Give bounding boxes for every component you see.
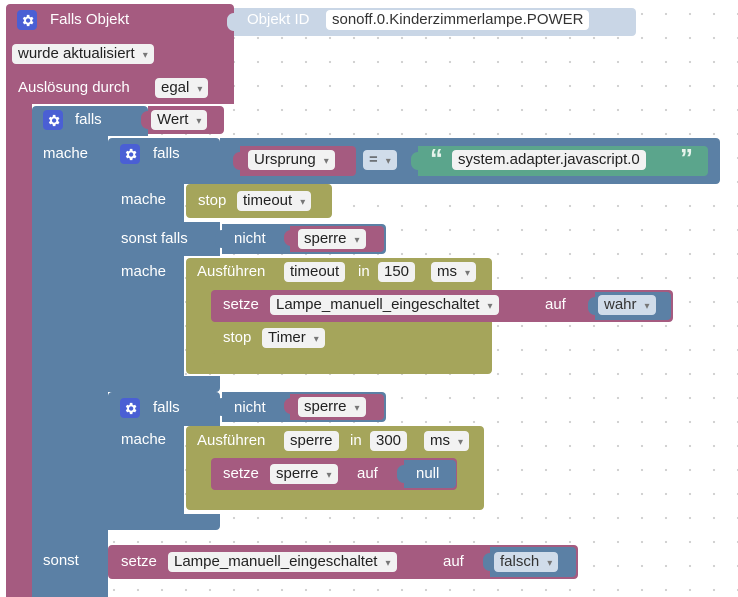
inner-then2-label: mache [121,263,167,280]
delay-field[interactable]: 150 [378,262,416,282]
inner-if-gear-icon[interactable] [120,144,140,164]
second-set-var-dropdown[interactable]: sperre [270,464,338,484]
second-sperre-dropdown[interactable]: sperre [298,397,366,417]
second-if-spine [108,426,184,530]
second-not-connector [215,398,222,416]
stop2-label: stop [223,329,252,346]
second-timer-name-field[interactable]: sperre [284,431,339,451]
compare-operator-dropdown[interactable]: = [363,150,397,170]
wahr-dropdown[interactable]: wahr [598,295,656,315]
inner-if-spine [108,184,184,392]
object-id-label: Objekt ID [247,11,310,28]
run-label: Ausführen [197,263,266,280]
null-block[interactable] [404,460,456,488]
second-unit-dropdown[interactable]: ms [424,431,470,451]
not-label: nicht [234,230,266,247]
object-id-connector [227,13,234,31]
inner-if-footer [108,376,220,392]
trigger-block-spine [6,100,32,597]
ursprung-dropdown[interactable]: Ursprung [248,150,335,170]
outer-if-spine [32,136,108,597]
wahr-connector [588,297,595,315]
sperre-var-dropdown[interactable]: sperre [298,229,366,249]
quote-close-icon: ” [680,143,693,173]
outer-if-gear-icon[interactable] [43,110,63,130]
ursprung-connector [233,152,240,170]
timer-name-field[interactable]: timeout [284,262,346,282]
falsch-dropdown[interactable]: falsch [494,552,559,572]
second-sperre-connector [284,398,291,414]
stop-label: stop [198,192,227,209]
set-label: setze [223,296,259,313]
quote-open-icon: “ [430,143,443,173]
second-delay-field[interactable]: 300 [370,431,408,451]
wert-connector [141,111,148,129]
text-literal-field[interactable]: system.adapter.javascript.0 [452,150,646,170]
trigger-title: Falls Objekt [50,11,130,28]
text-literal-connector [411,152,418,170]
second-if-gear-icon[interactable] [120,398,140,418]
second-if-footer [108,514,220,530]
outer-if-label: falls [75,111,102,128]
null-connector [397,465,404,483]
to-label: auf [545,296,566,313]
stop2-target-dropdown[interactable]: Timer [262,328,325,348]
object-id-field[interactable]: sonoff.0.Kinderzimmerlampe.POWER [326,10,590,30]
trigger-label: Auslösung durch [18,79,130,96]
wert-dropdown[interactable]: Wert [151,110,208,130]
outer-else-label: sonst [43,552,79,569]
second-set-label: setze [223,465,259,482]
else-set-var-dropdown[interactable]: Lampe_manuell_eingeschaltet [168,552,397,572]
set-var-dropdown[interactable]: Lampe_manuell_eingeschaltet [270,295,499,315]
unit-dropdown[interactable]: ms [431,262,477,282]
trigger-dropdown[interactable]: egal [155,78,209,98]
in-label: in [358,263,370,280]
second-in-label: in [350,432,362,449]
second-not-label: nicht [234,399,266,416]
inner-if-elseif-row [108,222,220,256]
else-set-label: setze [121,553,157,570]
inner-if-label: falls [153,145,180,162]
second-to-label: auf [357,465,378,482]
elseif-label: sonst falls [121,230,188,247]
stop-target-dropdown[interactable]: timeout [237,191,312,211]
second-if-label: falls [153,399,180,416]
outer-then-label: mache [43,145,89,162]
update-mode-dropdown[interactable]: wurde aktualisiert [12,44,154,64]
else-to-label: auf [443,553,464,570]
sperre-var-connector [284,230,291,246]
second-then-label: mache [121,431,167,448]
inner-then-label: mache [121,191,167,208]
second-run-label: Ausführen [197,432,266,449]
falsch-connector [483,553,490,571]
settings-gear-icon[interactable] [17,10,37,30]
null-value[interactable]: null [416,465,440,482]
not-connector [215,230,222,248]
